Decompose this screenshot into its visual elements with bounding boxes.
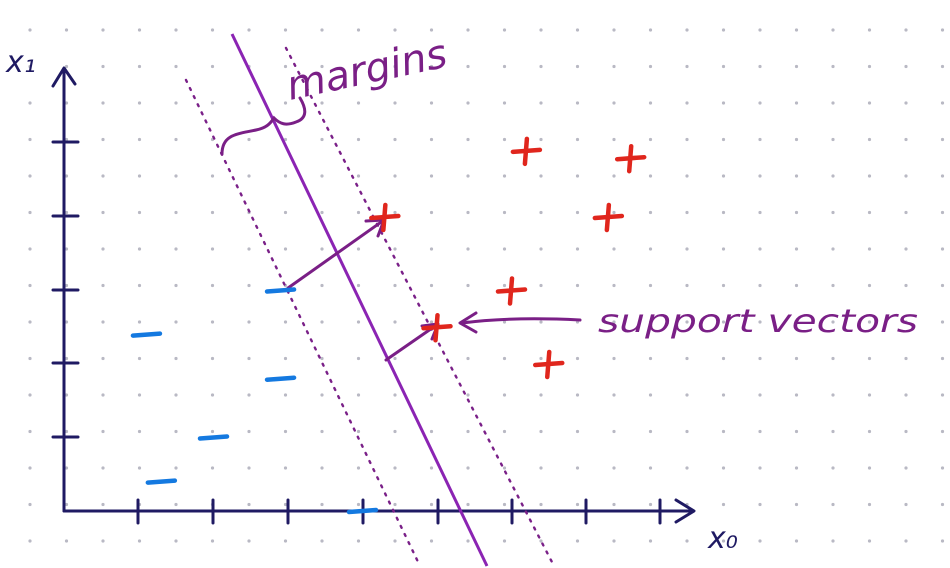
y-axis-arrow bbox=[51, 66, 77, 88]
positive-class-points bbox=[369, 136, 647, 380]
negative-point-marker bbox=[197, 434, 230, 441]
negative-point-marker bbox=[264, 287, 297, 294]
negative-point-marker bbox=[145, 478, 178, 485]
upper-margin-line bbox=[284, 46, 556, 568]
negative-point-marker bbox=[264, 375, 297, 382]
negative-point-marker bbox=[346, 507, 379, 515]
support-vectors-label: support vectors bbox=[598, 302, 918, 340]
y-axis-label: x₁ bbox=[5, 45, 36, 80]
support-vectors-arrowhead bbox=[458, 311, 478, 334]
decision-boundary bbox=[230, 33, 489, 567]
lower-margin-line bbox=[184, 78, 422, 568]
positive-point-marker bbox=[533, 349, 565, 380]
positive-point-marker bbox=[495, 276, 528, 306]
distance-line-negative bbox=[286, 218, 386, 290]
positive-point-marker bbox=[510, 136, 543, 167]
positive-point-marker bbox=[592, 202, 625, 233]
positive-point-marker bbox=[369, 202, 401, 233]
support-vectors-arrow bbox=[460, 317, 582, 325]
x-axis-label: x₀ bbox=[707, 521, 738, 556]
positive-point-marker bbox=[421, 313, 453, 343]
negative-point-marker bbox=[130, 331, 163, 338]
positive-point-marker bbox=[614, 143, 647, 174]
x-axis-arrow bbox=[674, 498, 696, 524]
y-axis-ticks bbox=[51, 140, 80, 439]
margin-lines bbox=[184, 46, 556, 568]
negative-class-points bbox=[130, 287, 379, 515]
margin-brace bbox=[220, 96, 307, 156]
